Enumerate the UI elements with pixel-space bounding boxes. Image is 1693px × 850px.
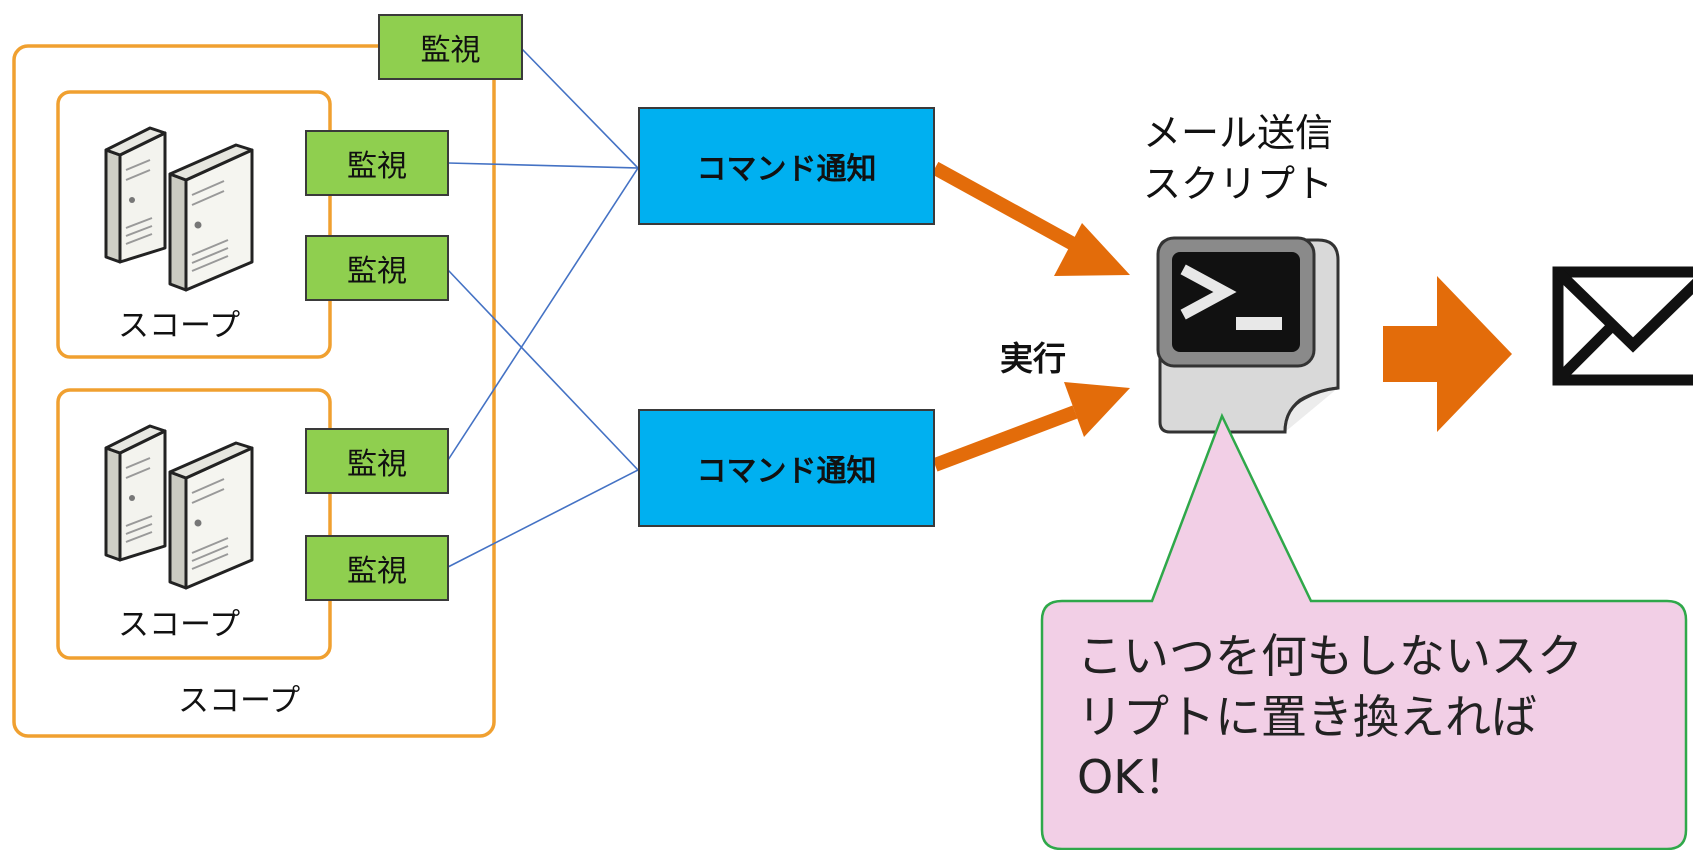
command-notify-box-top[interactable]: コマンド通知	[638, 107, 935, 225]
scope-label-outer: スコープ	[178, 683, 301, 719]
monitor-label: 監視	[347, 554, 407, 589]
monitor-box-top-2[interactable]: 監視	[305, 235, 449, 301]
monitor-box-outer-scope[interactable]: 監視	[378, 14, 523, 80]
server-icon	[104, 424, 254, 590]
monitor-box-bottom-1[interactable]: 監視	[305, 428, 449, 494]
monitor-box-top-1[interactable]: 監視	[305, 130, 449, 196]
arrow-right	[1383, 276, 1512, 432]
command-notify-box-bottom[interactable]: コマンド通知	[638, 409, 935, 527]
monitor-label: 監視	[347, 149, 407, 184]
scope-label-inner-top: スコープ	[118, 308, 241, 344]
arrow-top-head	[1054, 223, 1130, 276]
exec-label: 実行	[1000, 339, 1066, 378]
monitor-label: 監視	[420, 33, 481, 68]
arrows	[931, 161, 1512, 472]
arrow-top-shaft	[931, 161, 1079, 252]
terminal-script-icon	[1156, 236, 1340, 434]
inner-scope-bottom-border	[56, 388, 332, 660]
callout-text: こいつを何もしないスク リプトに置き換えれば OK！	[1077, 626, 1617, 808]
monitor-label: 監視	[347, 447, 407, 482]
callout-line-3: OK！	[1077, 750, 1190, 805]
monitor-box-bottom-2[interactable]: 監視	[305, 535, 449, 601]
outer-scope-border	[12, 44, 496, 738]
command-notify-label: コマンド通知	[696, 454, 877, 489]
script-title: メール送信 スクリプト	[1143, 108, 1333, 211]
callout-line-1: こいつを何もしないスク	[1077, 629, 1583, 683]
command-notify-label: コマンド通知	[696, 152, 877, 187]
server-icon	[104, 126, 254, 292]
callout-bubble	[1040, 412, 1688, 850]
callout-line-2: リプトに置き換えれば	[1077, 689, 1537, 744]
inner-scope-top-border	[56, 90, 332, 359]
mail-envelope-icon	[1552, 266, 1693, 386]
connector-lines	[447, 48, 639, 568]
script-title-line-1: メール送信	[1143, 111, 1334, 155]
arrow-bottom-shaft	[932, 405, 1078, 472]
scope-label-inner-bottom: スコープ	[118, 607, 241, 643]
arrow-bottom-head	[1064, 382, 1130, 437]
monitor-label: 監視	[347, 254, 407, 289]
script-title-line-2: スクリプト	[1143, 162, 1334, 207]
